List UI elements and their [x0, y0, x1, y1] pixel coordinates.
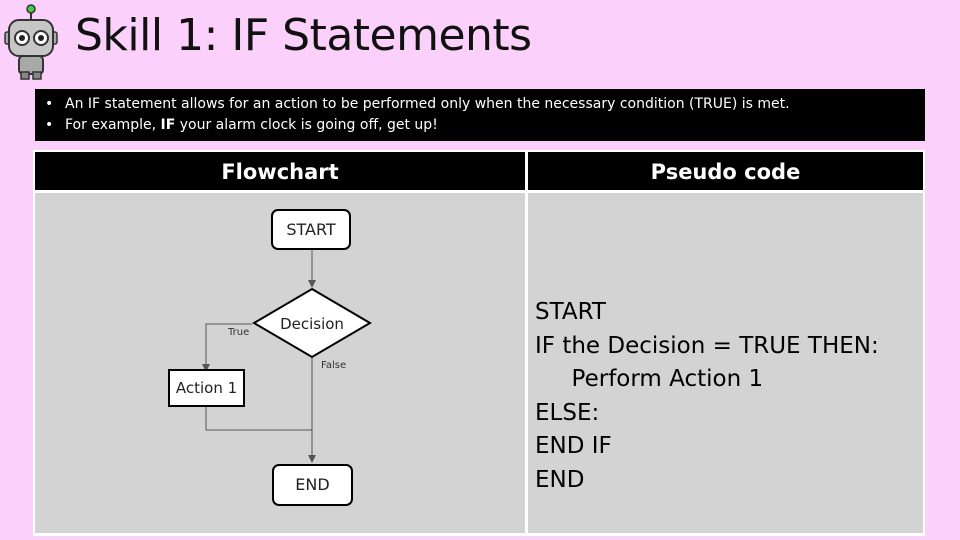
edge-action-merge: [205, 407, 312, 431]
decision-node-label: Decision: [280, 315, 344, 333]
edge-true: [202, 323, 252, 372]
intro-text-before: For example,: [65, 117, 161, 133]
comparison-table: Flowchart Pseudo code START Decision Act…: [33, 150, 925, 536]
flowchart-cell: START Decision Action 1 END True False: [35, 193, 525, 533]
bullet-icon: •: [45, 117, 54, 133]
intro-text-bold: IF: [160, 117, 176, 133]
intro-text-after: your alarm clock is going off, get up!: [175, 117, 438, 133]
pseudocode-line: START: [535, 299, 606, 325]
pseudocode-line: Perform Action 1: [535, 366, 764, 393]
bullet-icon: •: [45, 96, 54, 112]
intro-bullet: • For example, IF your alarm clock is go…: [43, 115, 917, 136]
intro-text: An IF statement allows for an action to …: [65, 96, 790, 112]
intro-bullet: • An IF statement allows for an action t…: [43, 94, 917, 115]
true-label: True: [228, 327, 250, 338]
decision-diamond: [252, 287, 372, 359]
flowchart-header: Flowchart: [35, 152, 525, 190]
start-node: START: [271, 209, 351, 250]
pseudocode-block: START IF the Decision = TRUE THEN: Perfo…: [535, 296, 879, 498]
intro-box: • An IF statement allows for an action t…: [35, 89, 925, 141]
pseudocode-line: ELSE:: [535, 399, 600, 426]
pseudocode-cell: START IF the Decision = TRUE THEN: Perfo…: [528, 193, 923, 533]
pseudocode-header: Pseudo code: [528, 152, 923, 190]
action-node: Action 1: [168, 369, 245, 407]
pseudocode-line: END: [535, 466, 585, 493]
page-title: Skill 1: IF Statements: [75, 10, 532, 61]
false-label: False: [321, 360, 347, 371]
pseudocode-line: IF the Decision = TRUE THEN:: [535, 332, 879, 359]
robot-icon: [4, 4, 58, 80]
end-node: END: [272, 464, 353, 506]
pseudocode-line: END IF: [535, 433, 612, 460]
flowchart-diagram: [202, 249, 372, 463]
